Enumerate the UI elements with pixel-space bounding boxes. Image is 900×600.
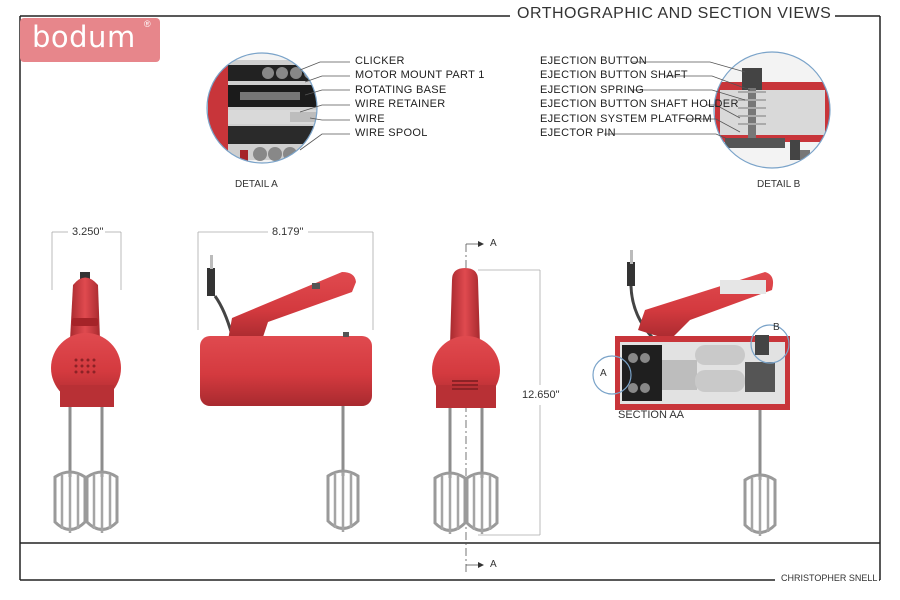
detail-a-label: CLICKER [355, 55, 405, 67]
front-view [51, 231, 122, 535]
detail-a-label: MOTOR MOUNT PART 1 [355, 69, 485, 81]
brand-logo: bodum ® [20, 18, 160, 62]
registered-mark: ® [144, 19, 151, 29]
detail-b-label: EJECTION SPRING [540, 84, 645, 96]
detail-a-label: WIRE SPOOL [355, 127, 428, 139]
width-dimension: 3.250" [72, 226, 104, 238]
detail-b-label: EJECTOR PIN [540, 127, 616, 139]
detail-b-caption: DETAIL B [757, 179, 801, 190]
detail-a-caption: DETAIL A [235, 179, 278, 190]
detail-b-label: EJECTION BUTTON SHAFT HOLDER [540, 98, 739, 110]
detail-a-view [206, 52, 350, 164]
detail-b-view [604, 51, 831, 169]
section-marker-top: A [490, 238, 497, 249]
section-caption: SECTION AA [618, 409, 685, 421]
section-detail-marker-a: A [600, 368, 607, 379]
section-view [592, 250, 790, 538]
author-name: CHRISTOPHER SNELL [779, 573, 880, 583]
detail-a-label: WIRE RETAINER [355, 98, 446, 110]
length-dimension: 8.179" [272, 226, 304, 238]
detail-b-label: EJECTION SYSTEM PLATFORM [540, 113, 713, 125]
page-title: ORTHOGRAPHIC AND SECTION VIEWS [514, 5, 835, 23]
detail-a-label: WIRE [355, 113, 385, 125]
section-detail-marker-b: B [773, 322, 780, 333]
height-dimension: 12.650" [522, 389, 560, 401]
rear-view [432, 241, 541, 575]
detail-b-label: EJECTION BUTTON SHAFT [540, 69, 688, 81]
section-marker-bottom: A [490, 559, 497, 570]
detail-b-label: EJECTION BUTTON [540, 55, 647, 67]
side-view [197, 231, 374, 534]
brand-name: bodum [32, 20, 136, 54]
detail-a-label: ROTATING BASE [355, 84, 447, 96]
